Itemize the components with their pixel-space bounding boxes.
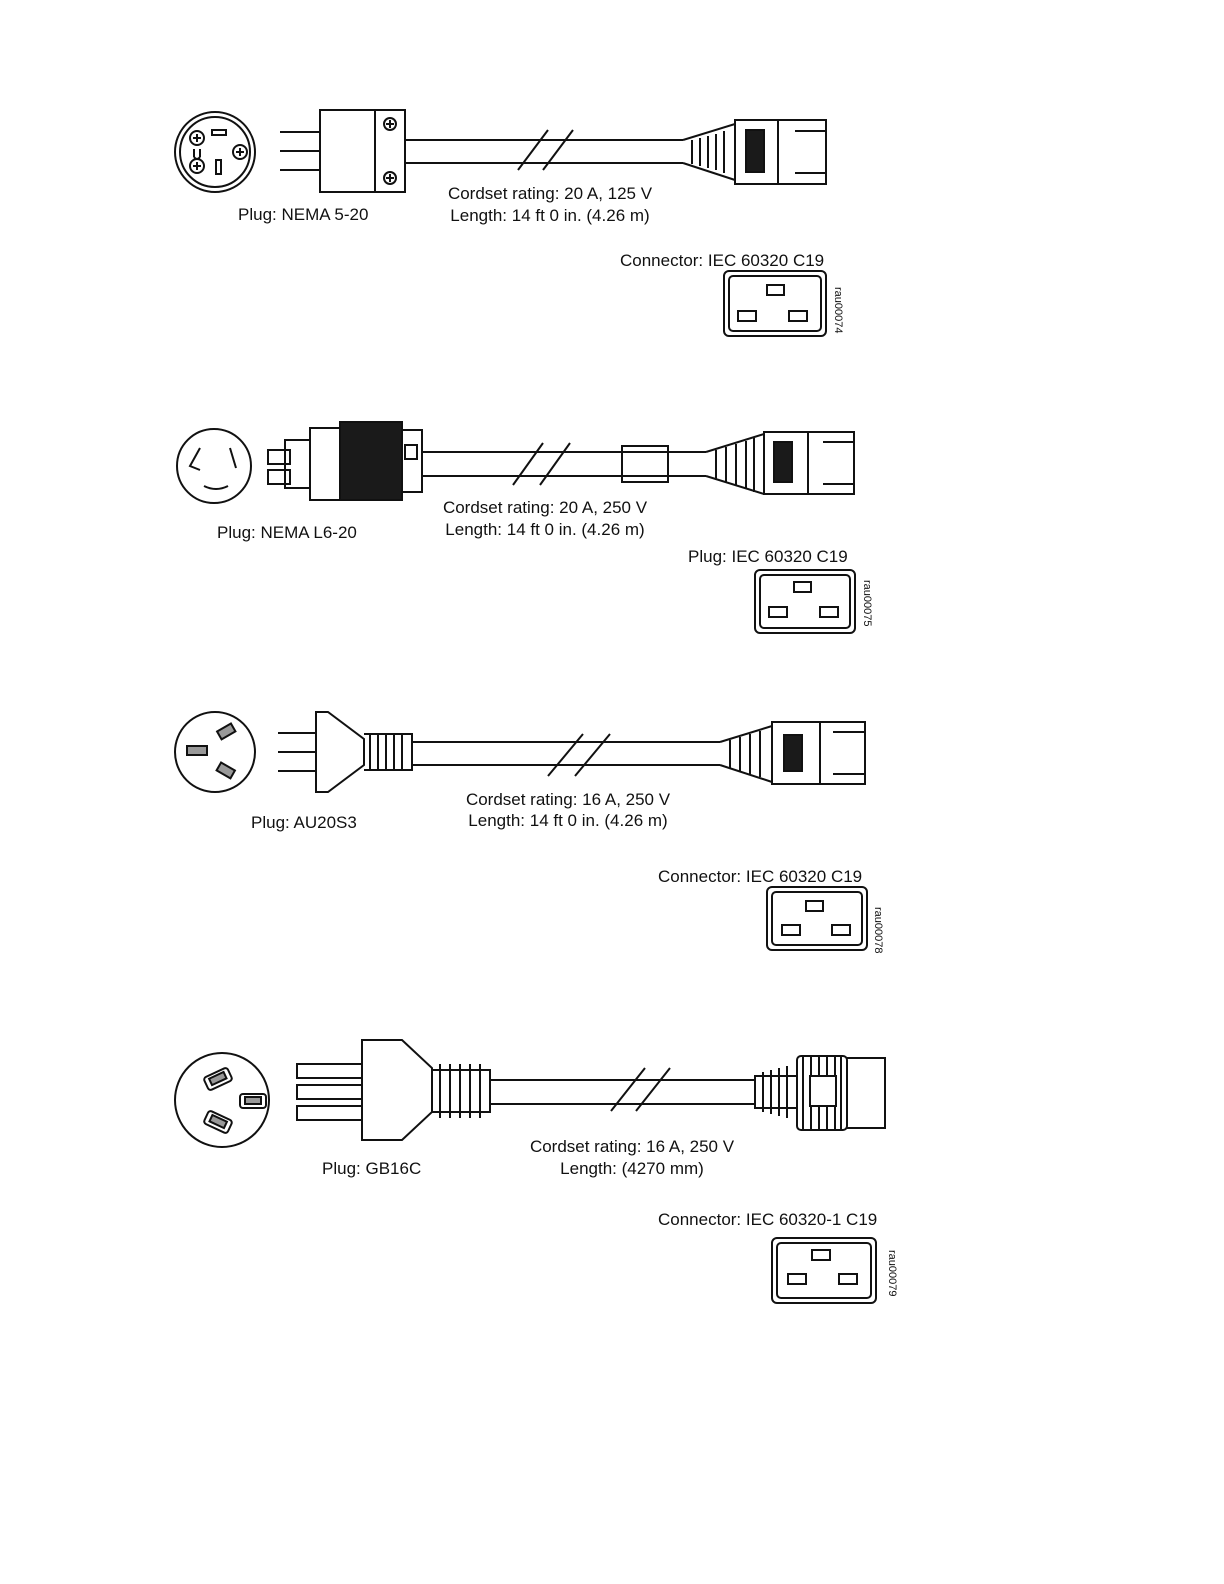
cordset-length: Length: (4270 mm) — [560, 1159, 704, 1178]
cord-1-cable — [405, 130, 683, 170]
au20s3-plug-body-icon — [278, 712, 412, 792]
cordset-length: Length: 14 ft 0 in. (4.26 m) — [468, 811, 668, 830]
cord-2-cable — [422, 443, 706, 485]
cord-4-group — [175, 1040, 885, 1303]
nema-l6-20-plug-face-icon — [177, 429, 251, 503]
nema-5-20-plug-body-icon — [280, 110, 405, 192]
c19-face-icon-1 — [724, 271, 826, 336]
cordset-rating: Cordset rating: 16 A, 250 V — [529, 1137, 735, 1156]
nema-l6-20-plug-body-icon — [268, 422, 422, 500]
cordset-rating: Cordset rating: 20 A, 125 V — [447, 184, 653, 203]
c19-face-icon-2 — [755, 570, 855, 633]
plug-label: Plug: NEMA L6-20 — [217, 523, 357, 542]
cord-3-group — [175, 712, 867, 950]
cord-2-group — [177, 422, 855, 633]
gb16c-plug-face-icon — [175, 1053, 269, 1147]
au20s3-plug-face-icon — [175, 712, 255, 792]
connector-label: Plug: IEC 60320 C19 — [688, 547, 848, 566]
figure-id: rau00074 — [832, 287, 844, 334]
connector-label: Connector: IEC 60320 C19 — [620, 251, 825, 270]
cord-1-group — [175, 110, 826, 336]
plug-label: Plug: GB16C — [322, 1159, 422, 1178]
cordset-rating: Cordset rating: 20 A, 250 V — [442, 498, 648, 517]
connector-label: Connector: IEC 60320-1 C19 — [658, 1210, 878, 1229]
cordset-rating: Cordset rating: 16 A, 250 V — [465, 790, 671, 809]
figure-id: rau00079 — [886, 1250, 898, 1297]
figure-id: rau00075 — [861, 580, 873, 627]
figure-id: rau00078 — [872, 907, 884, 954]
plug-label: Plug: AU20S3 — [251, 813, 357, 832]
connector-label: Connector: IEC 60320 C19 — [658, 867, 863, 886]
cord-3-connector-side-icon — [720, 722, 865, 784]
cord-3-cable — [412, 734, 720, 776]
nema-5-20-plug-face-icon — [175, 112, 255, 192]
gb16c-plug-body-icon — [297, 1040, 490, 1140]
c19-face-icon-4 — [772, 1238, 876, 1303]
cord-2-connector-side-icon — [706, 432, 854, 494]
cordset-length: Length: 14 ft 0 in. (4.26 m) — [450, 206, 650, 225]
cord-4-cable — [490, 1068, 755, 1111]
cord-1-connector-side-icon — [683, 120, 826, 184]
cordset-length: Length: 14 ft 0 in. (4.26 m) — [445, 520, 645, 539]
cord-4-connector-side-icon — [755, 1056, 885, 1130]
c19-face-icon-3 — [767, 887, 867, 950]
plug-label: Plug: NEMA 5-20 — [238, 205, 369, 224]
